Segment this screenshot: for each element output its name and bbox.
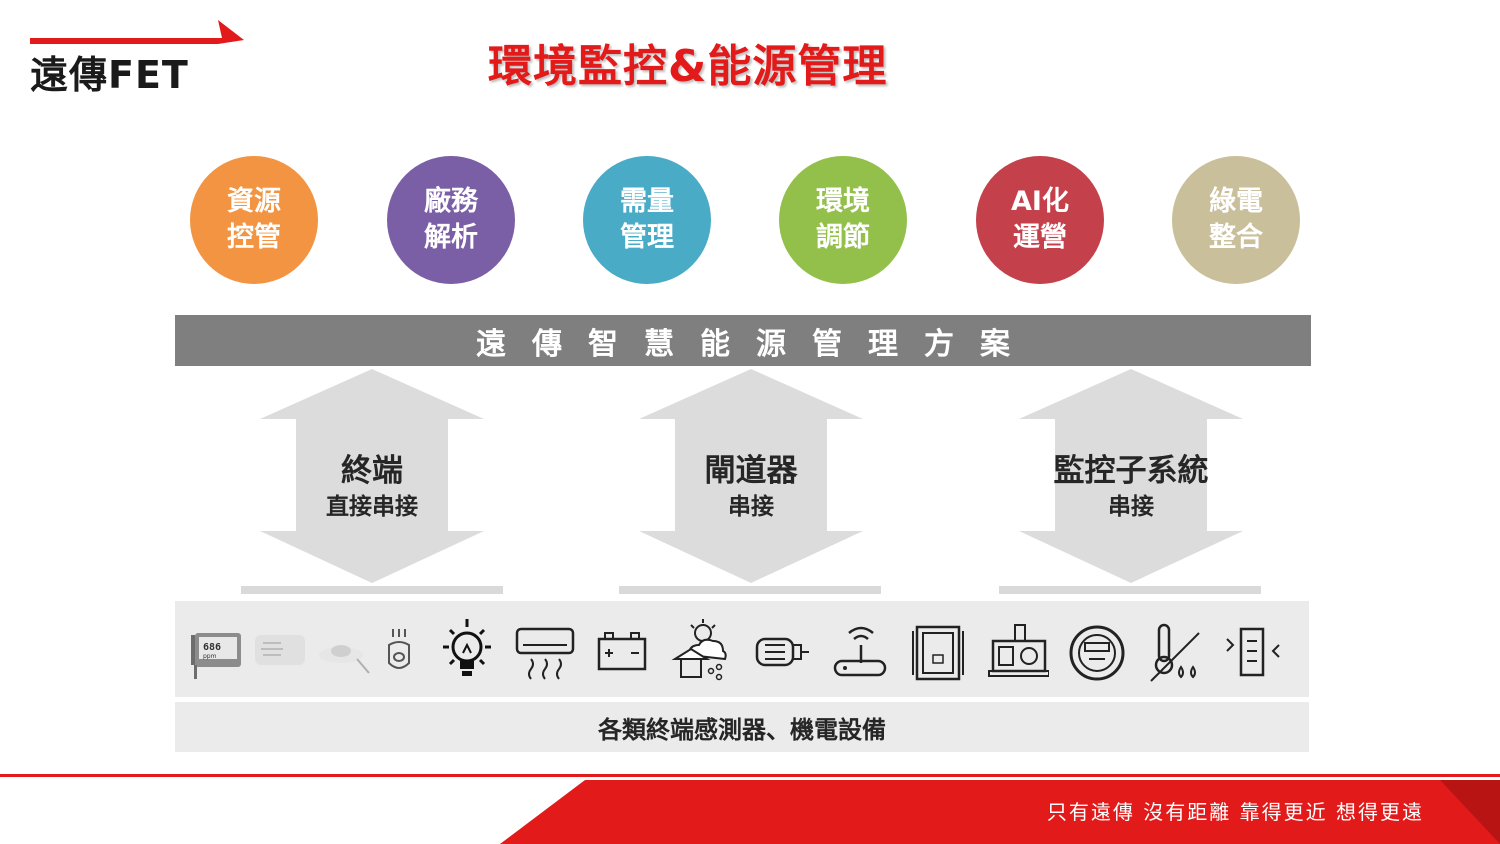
circle-label-line1: 資源	[227, 186, 281, 217]
page-title: 環境監控&能源管理	[488, 41, 888, 92]
device-caption: 各類終端感測器、機電設備	[598, 715, 886, 744]
motor-icon	[749, 615, 813, 685]
vibration-sensor-icon	[1221, 615, 1285, 685]
logo-text: 遠傳FET	[30, 53, 189, 97]
circle-green-power-integration: 綠電 整合	[1172, 156, 1300, 284]
device-strip: 686 ppm	[175, 601, 1309, 697]
arrow-main-label: 監控子系統	[1053, 453, 1209, 489]
co2-sensor-icon: 686 ppm	[189, 615, 253, 685]
circle-label-line2: 解析	[424, 222, 478, 253]
circle-demand-management: 需量 管理	[583, 156, 711, 284]
circle-ai-operation: AI化 運營	[976, 156, 1104, 284]
logo-swoosh-icon	[30, 20, 244, 44]
circle-label-line2: 運營	[1013, 222, 1067, 253]
arrow-sub-label: 串接	[1108, 494, 1154, 520]
sensor-readout-unit: ppm	[203, 653, 217, 660]
circle-environment-regulation: 環境 調節	[779, 156, 907, 284]
arrow-main-label: 終端	[341, 453, 403, 489]
double-arrow-shape	[639, 369, 863, 583]
smoke-detector-icon	[313, 615, 377, 685]
dome-sensor-icon	[375, 615, 439, 685]
solution-banner: 遠傳智慧能源管理方案	[175, 315, 1311, 366]
battery-icon	[591, 615, 655, 685]
footer-slogan: 只有遠傳 沒有距離 靠得更近 想得更遠	[1046, 800, 1424, 824]
temperature-humidity-icon	[1145, 615, 1209, 685]
circle-label-line2: 整合	[1209, 222, 1263, 253]
circle-label-line1: 需量	[620, 186, 674, 217]
circle-label-line2: 控管	[227, 222, 281, 253]
circle-label-line2: 管理	[620, 222, 674, 253]
light-bulb-icon	[437, 615, 501, 685]
weather-station-icon	[669, 615, 733, 685]
circle-label-line2: 調節	[816, 222, 870, 253]
arrow-sub-label: 直接串接	[326, 494, 418, 520]
wifi-router-icon	[827, 615, 891, 685]
air-conditioner-icon	[513, 615, 577, 685]
solution-banner-text: 遠傳智慧能源管理方案	[476, 326, 1036, 362]
arrow-sub-label: 串接	[728, 494, 774, 520]
inverter-panel-icon	[907, 615, 971, 685]
footer-band: 只有遠傳 沒有距離 靠得更近 想得更遠	[0, 774, 1500, 844]
generator-icon	[985, 615, 1050, 685]
circle-label-line1: 環境	[816, 186, 870, 217]
circle-label-line1: 廠務	[424, 186, 478, 217]
circle-facility-analysis: 廠務 解析	[387, 156, 515, 284]
fet-logo: 遠傳FET	[30, 16, 250, 97]
footer-swoosh-shape	[0, 774, 1500, 844]
circle-resource-control: 資源 控管	[190, 156, 318, 284]
device-caption-bar: 各類終端感測器、機電設備	[175, 702, 1309, 752]
double-arrow-shape	[260, 369, 484, 583]
arrow-base-line	[999, 586, 1261, 594]
double-arrow-shape	[1019, 369, 1243, 583]
circle-label-line1: AI化	[1011, 186, 1069, 217]
wall-sensor-icon	[251, 615, 315, 685]
arrow-terminal-direct: 終端 直接串接	[260, 369, 484, 583]
electric-meter-icon	[1065, 615, 1129, 685]
arrow-gateway: 閘道器 串接	[639, 369, 863, 583]
sensor-readout-value: 686	[203, 642, 221, 653]
arrow-main-label: 閘道器	[704, 453, 798, 489]
arrow-monitoring-subsystem: 監控子系統 串接	[1019, 369, 1243, 583]
circle-label-line1: 綠電	[1209, 186, 1263, 217]
arrow-base-line	[241, 586, 503, 594]
arrow-base-line	[619, 586, 881, 594]
